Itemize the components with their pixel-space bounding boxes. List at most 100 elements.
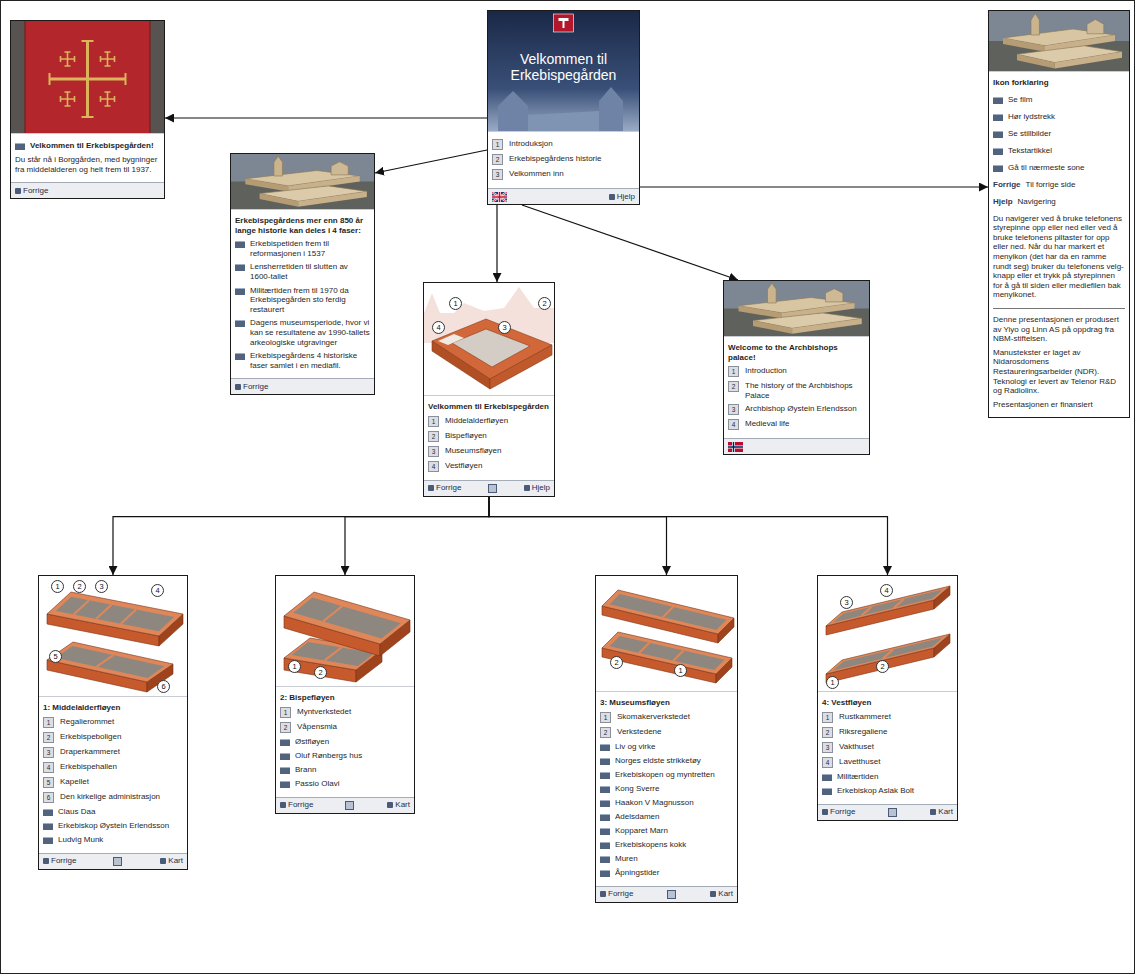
body-text: Du står nå i Borggården, med bygninger f… <box>15 155 160 174</box>
screen-image: 1234 <box>424 283 554 396</box>
menu-item: Bispefløyen <box>445 431 550 441</box>
room-wall <box>323 606 342 621</box>
illustration-shape <box>1055 52 1122 69</box>
menu-item: Museumsfløyen <box>445 446 550 456</box>
media-icon <box>600 870 610 877</box>
media-icon <box>235 288 245 295</box>
menu-number: 4 <box>822 757 833 768</box>
menu-item: Kapellet <box>60 777 183 787</box>
screen-footer: ForrigeKart <box>39 853 187 869</box>
screen-image: 123456 <box>39 576 187 697</box>
callout-number: 5 <box>49 650 62 663</box>
screen-title: Velkommen til Erkebispegården <box>428 402 550 412</box>
callout-number: 4 <box>432 321 445 334</box>
illustration-shape <box>245 179 288 192</box>
illustration-shape <box>753 321 792 334</box>
menu-number: 2 <box>43 732 54 743</box>
back-icon <box>15 188 21 194</box>
menu-number: 3 <box>43 747 54 758</box>
screen-illustration <box>989 11 1129 71</box>
screen-footer: Hjelp <box>488 188 639 204</box>
room-wall <box>74 600 89 614</box>
illustration-shape <box>1087 19 1104 33</box>
menu-item: Erkebiskop Øystein Erlendsson <box>58 821 183 831</box>
menu-item: Se film <box>1008 95 1125 105</box>
screen-illustration <box>11 21 164 133</box>
menu-item: Kopparet Marn <box>615 826 733 836</box>
menu-item: Dagens museumsperiode, hvor vi kan se re… <box>250 318 370 347</box>
media-icon <box>600 772 610 779</box>
media-icon <box>600 856 610 863</box>
menu-item: Liv og virke <box>615 742 733 752</box>
body-text: Du navigerer ved å bruke telefonens styr… <box>993 214 1125 300</box>
illustration-shape <box>260 194 299 207</box>
illustration-shape <box>610 594 727 630</box>
menu-number: 1 <box>43 717 54 728</box>
illustration-ground <box>231 154 374 209</box>
callout-number: 1 <box>51 580 64 593</box>
callout-number: 1 <box>826 676 839 689</box>
media-icon <box>235 353 245 360</box>
illustration-shape <box>56 597 174 631</box>
screen-image <box>989 11 1129 72</box>
illustration-ground <box>424 283 554 395</box>
room-wall <box>883 650 893 659</box>
screen-illustration <box>424 283 554 395</box>
media-icon <box>280 739 290 746</box>
screen-title: 2: Bispefløyen <box>280 693 410 703</box>
illustration-shape <box>739 306 783 319</box>
menu-item: Medieval life <box>745 419 865 429</box>
illustration-shape <box>1003 38 1045 52</box>
illustration-shape <box>274 156 283 176</box>
illustration-shape <box>432 319 552 379</box>
menu-item: Erkebispehallen <box>60 762 183 772</box>
illustration-shape <box>47 592 183 636</box>
menu-number: 1 <box>600 712 611 723</box>
footer-link: Hjelp <box>617 192 635 202</box>
media-icon <box>993 114 1003 121</box>
menu-number: 1 <box>822 712 833 723</box>
illustration-shape <box>452 329 530 367</box>
illustration-shape <box>56 646 165 678</box>
room-wall <box>96 605 111 619</box>
phone-screen: Velkommen til Erkebispegården!Du står nå… <box>10 20 165 199</box>
screen-image: 3412 <box>818 576 957 692</box>
key-label: Forrige <box>993 180 1021 190</box>
menu-item: Skomakerverkstedet <box>617 712 733 722</box>
callout-number: 4 <box>151 584 164 597</box>
language-flag <box>492 192 507 202</box>
menu-item: Claus Daa <box>58 807 183 817</box>
room-wall <box>121 610 136 624</box>
nav-arrow <box>522 205 738 280</box>
footer-link: Kart <box>395 800 410 810</box>
nav-arrow <box>489 497 667 575</box>
menu-item: Oluf Rønbergs hus <box>295 751 410 761</box>
room-wall <box>673 650 683 660</box>
menu-number: 4 <box>728 419 739 430</box>
media-icon <box>993 165 1003 172</box>
callout-number: 2 <box>610 656 623 669</box>
menu-number: 1 <box>280 707 291 718</box>
callout-number: 1 <box>674 664 687 677</box>
phone-screen: 1234561: Middelalderfløyen1Regalierommet… <box>38 575 188 870</box>
gold-cross <box>50 41 126 117</box>
media-icon <box>822 788 832 795</box>
screen-image: 12 <box>276 576 414 687</box>
illustration-ground <box>989 11 1129 71</box>
footer-link: Kart <box>168 856 183 866</box>
menu-item: Til forrige side <box>1026 180 1125 190</box>
room-wall <box>861 607 871 616</box>
media-icon <box>43 837 53 844</box>
screen-title: 3: Museumsfløyen <box>600 698 733 708</box>
menu-item: Tekstartikkel <box>1008 146 1125 156</box>
screen-title: 4: Vestfløyen <box>822 698 953 708</box>
small-cross <box>101 92 115 106</box>
screen-image: Velkommen til Erkebispegården <box>488 11 639 132</box>
menu-number: 3 <box>728 404 739 415</box>
screen-title: Ikon forklaring <box>993 78 1125 88</box>
menu-item: Vakthuset <box>839 742 953 752</box>
footer-link: Forrige <box>436 483 461 493</box>
menu-number: 2 <box>428 431 439 442</box>
language-flag <box>728 442 743 452</box>
